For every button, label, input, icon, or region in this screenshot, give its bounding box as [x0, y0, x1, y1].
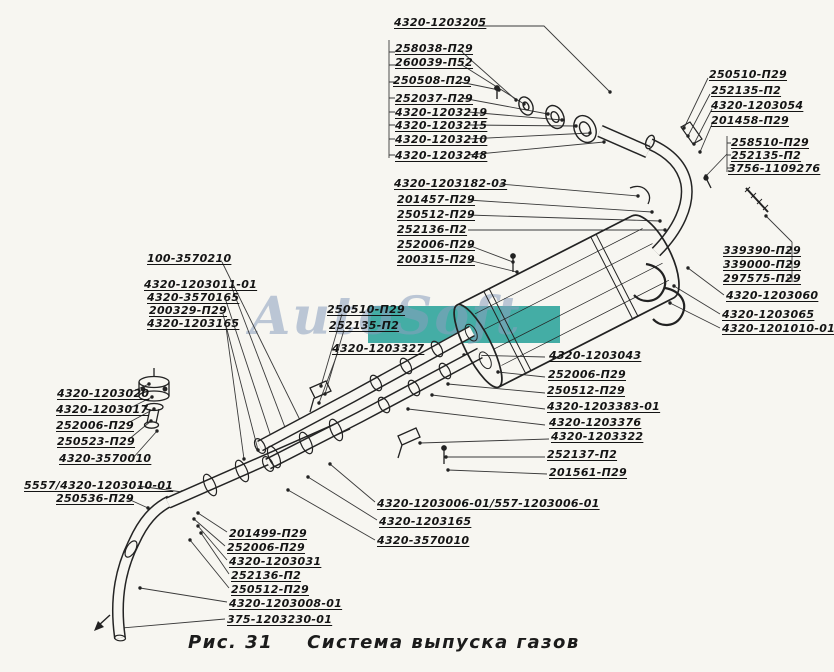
- part-number-label: 4320-1203205: [394, 16, 487, 29]
- part-number-label: 252135-П2: [711, 84, 782, 97]
- part-number-label: 339390-П29: [723, 244, 802, 257]
- part-number-label: 252136-П2: [397, 223, 468, 236]
- part-number-label: 201499-П29: [229, 527, 308, 540]
- part-number-label: 260039-П52: [395, 56, 474, 69]
- part-number-label: 4320-1203383-01: [547, 400, 661, 413]
- small-parts: [309, 121, 769, 464]
- part-number-label: 4320-1203011-01: [144, 278, 258, 291]
- part-number-label: 5557/4320-1203010-01: [24, 479, 174, 492]
- part-number-label: 4320-3570165: [147, 291, 240, 304]
- part-number-label: 3756-1109276: [728, 162, 821, 175]
- part-number-label: 250510-П29: [709, 68, 788, 81]
- part-number-label: 200329-П29: [149, 304, 228, 317]
- part-number-label: 4320-1203210: [395, 133, 488, 146]
- part-number-label: 4320-1203006-01/557-1203006-01: [377, 497, 600, 510]
- muffler-hanger-hooks: [633, 262, 686, 326]
- figure-caption: Рис. 31 Система выпуска газов: [188, 632, 580, 653]
- part-number-label: 4320-1203215: [395, 119, 488, 132]
- part-number-label: 252006-П29: [548, 368, 627, 381]
- part-number-label: 4320-1203031: [229, 555, 322, 568]
- flow-arrow: [94, 614, 111, 631]
- part-number-label: 201561-П29: [549, 466, 628, 479]
- leader-lines: [121, 25, 793, 629]
- part-number-label: 252136-П2: [231, 569, 302, 582]
- part-number-label: 4320-3570010: [59, 452, 152, 465]
- part-number-label: 4320-1203043: [549, 349, 642, 362]
- part-number-label: 4320-1203182-03: [394, 177, 508, 190]
- part-number-label: 258038-П29: [395, 42, 474, 55]
- part-number-label: 250512-П29: [231, 583, 310, 596]
- part-number-label: 252135-П2: [731, 149, 802, 162]
- part-number-label: 4320-1203322: [551, 430, 644, 443]
- part-number-label: 100-3570210: [147, 252, 232, 265]
- figure-number: Рис. 31: [188, 632, 274, 653]
- part-number-label: 200315-П29: [397, 253, 476, 266]
- part-number-label: 252135-П2: [329, 319, 400, 332]
- part-number-label: 4320-1203020: [57, 387, 150, 400]
- part-number-label: 4320-1203165: [379, 515, 472, 528]
- part-number-label: 4320-1203065: [722, 308, 815, 321]
- part-number-label: 339000-П29: [723, 258, 802, 271]
- exhaust-pipes: [112, 125, 693, 639]
- part-number-label: 4320-1203054: [711, 99, 804, 112]
- part-number-label: 4320-1203376: [549, 416, 642, 429]
- part-number-label: 4320-1203060: [726, 289, 819, 302]
- part-number-label: 4320-1201010-01: [722, 322, 834, 335]
- part-number-label: 252006-П29: [227, 541, 306, 554]
- pipe-couplings: [113, 340, 452, 642]
- part-number-label: 252037-П29: [395, 92, 474, 105]
- clamp-rings: [494, 85, 656, 150]
- part-number-label: 250536-П29: [56, 492, 135, 505]
- part-number-label: 250523-П29: [57, 435, 136, 448]
- part-number-label: 250508-П29: [393, 74, 472, 87]
- part-number-label: 201458-П29: [711, 114, 790, 127]
- part-number-label: 4320-1203008-01: [229, 597, 343, 610]
- part-number-label: 297575-П29: [723, 272, 802, 285]
- valve-assembly: [138, 368, 170, 429]
- part-number-label: 252006-П29: [397, 238, 476, 251]
- part-number-label: 250512-П29: [547, 384, 626, 397]
- part-number-label: 250510-П29: [327, 303, 406, 316]
- part-number-label: 201457-П29: [397, 193, 476, 206]
- figure-title: Система выпуска газов: [307, 632, 580, 653]
- part-number-label: 4320-1203248: [395, 149, 488, 162]
- part-number-label: 4320-1203165: [147, 317, 240, 330]
- part-number-label: 4320-1203017: [56, 403, 149, 416]
- part-number-label: 252006-П29: [56, 419, 135, 432]
- part-number-label: 252137-П2: [547, 448, 618, 461]
- part-number-label: 4320-1203219: [395, 106, 488, 119]
- part-number-label: 4320-1203327: [332, 342, 425, 355]
- part-number-label: 250512-П29: [397, 208, 476, 221]
- part-number-label: 258510-П29: [731, 136, 810, 149]
- part-number-label: 4320-3570010: [377, 534, 470, 547]
- part-number-label: 375-1203230-01: [227, 613, 333, 626]
